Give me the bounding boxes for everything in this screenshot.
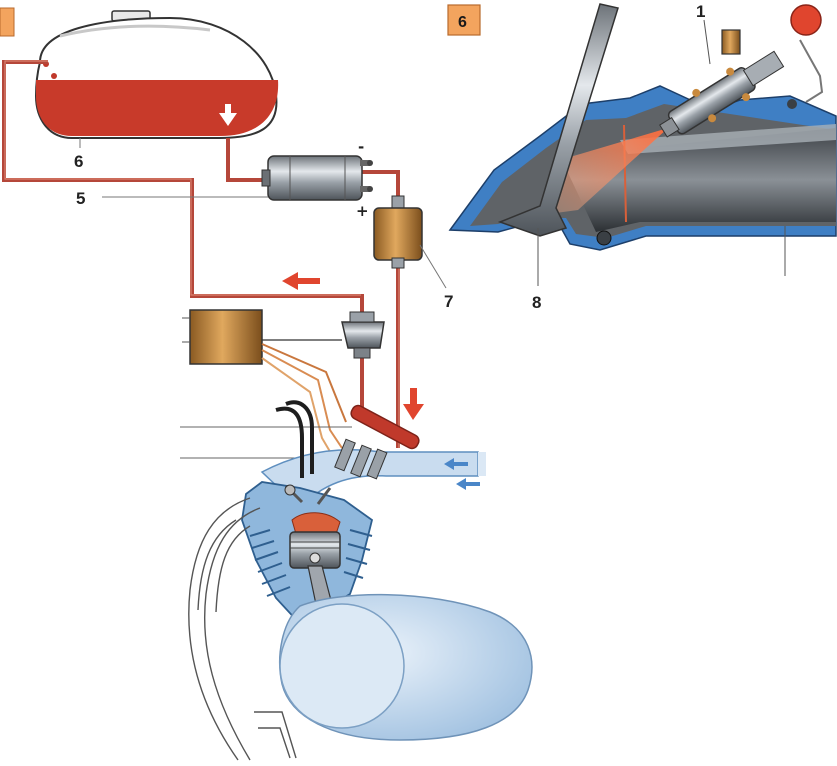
ecu-icon: [189, 309, 263, 365]
pressure-regulator: [262, 311, 385, 359]
fuel-tank: [34, 10, 279, 148]
flow-arrow-icon: [219, 104, 237, 126]
label-tank: 6: [74, 152, 83, 171]
label-injector: 1: [696, 2, 705, 21]
fuel-level: [36, 80, 279, 136]
fuel-lines: [2, 60, 400, 448]
label-valve: 8: [532, 293, 541, 312]
flow-arrow-icon: [444, 458, 480, 490]
ecu: [182, 309, 263, 365]
label-filter: 7: [444, 292, 453, 311]
fuel-rail: [350, 404, 420, 450]
crankcase: [279, 593, 533, 741]
svg-text:6: 6: [458, 14, 467, 31]
pressure-regulator-icon: [341, 321, 385, 349]
ecu-wires: [261, 343, 347, 456]
injector: [659, 50, 785, 138]
injectors: [334, 438, 388, 480]
panel-b-badge: 6: [447, 4, 481, 36]
label-pump: 5: [76, 189, 85, 208]
fuel-pump-icon: [267, 155, 363, 201]
pump-minus-sign: -: [358, 138, 364, 156]
intake-valve-icon: [497, 3, 619, 237]
fuel-filter-icon: [373, 207, 423, 261]
hoses: [275, 400, 314, 478]
panel-a-badge: [0, 7, 15, 37]
pump-plus-sign: +: [356, 202, 369, 220]
fuel-spray: [548, 128, 668, 214]
cylinder-head: [448, 85, 837, 276]
frame-tubes: [188, 497, 261, 761]
flow-arrow-icon: [403, 388, 424, 420]
fuel-filter: [373, 195, 423, 269]
intake-valve: [497, 3, 619, 286]
flow-arrow-icon: [282, 272, 320, 290]
fuel-pump: - +: [261, 138, 373, 220]
